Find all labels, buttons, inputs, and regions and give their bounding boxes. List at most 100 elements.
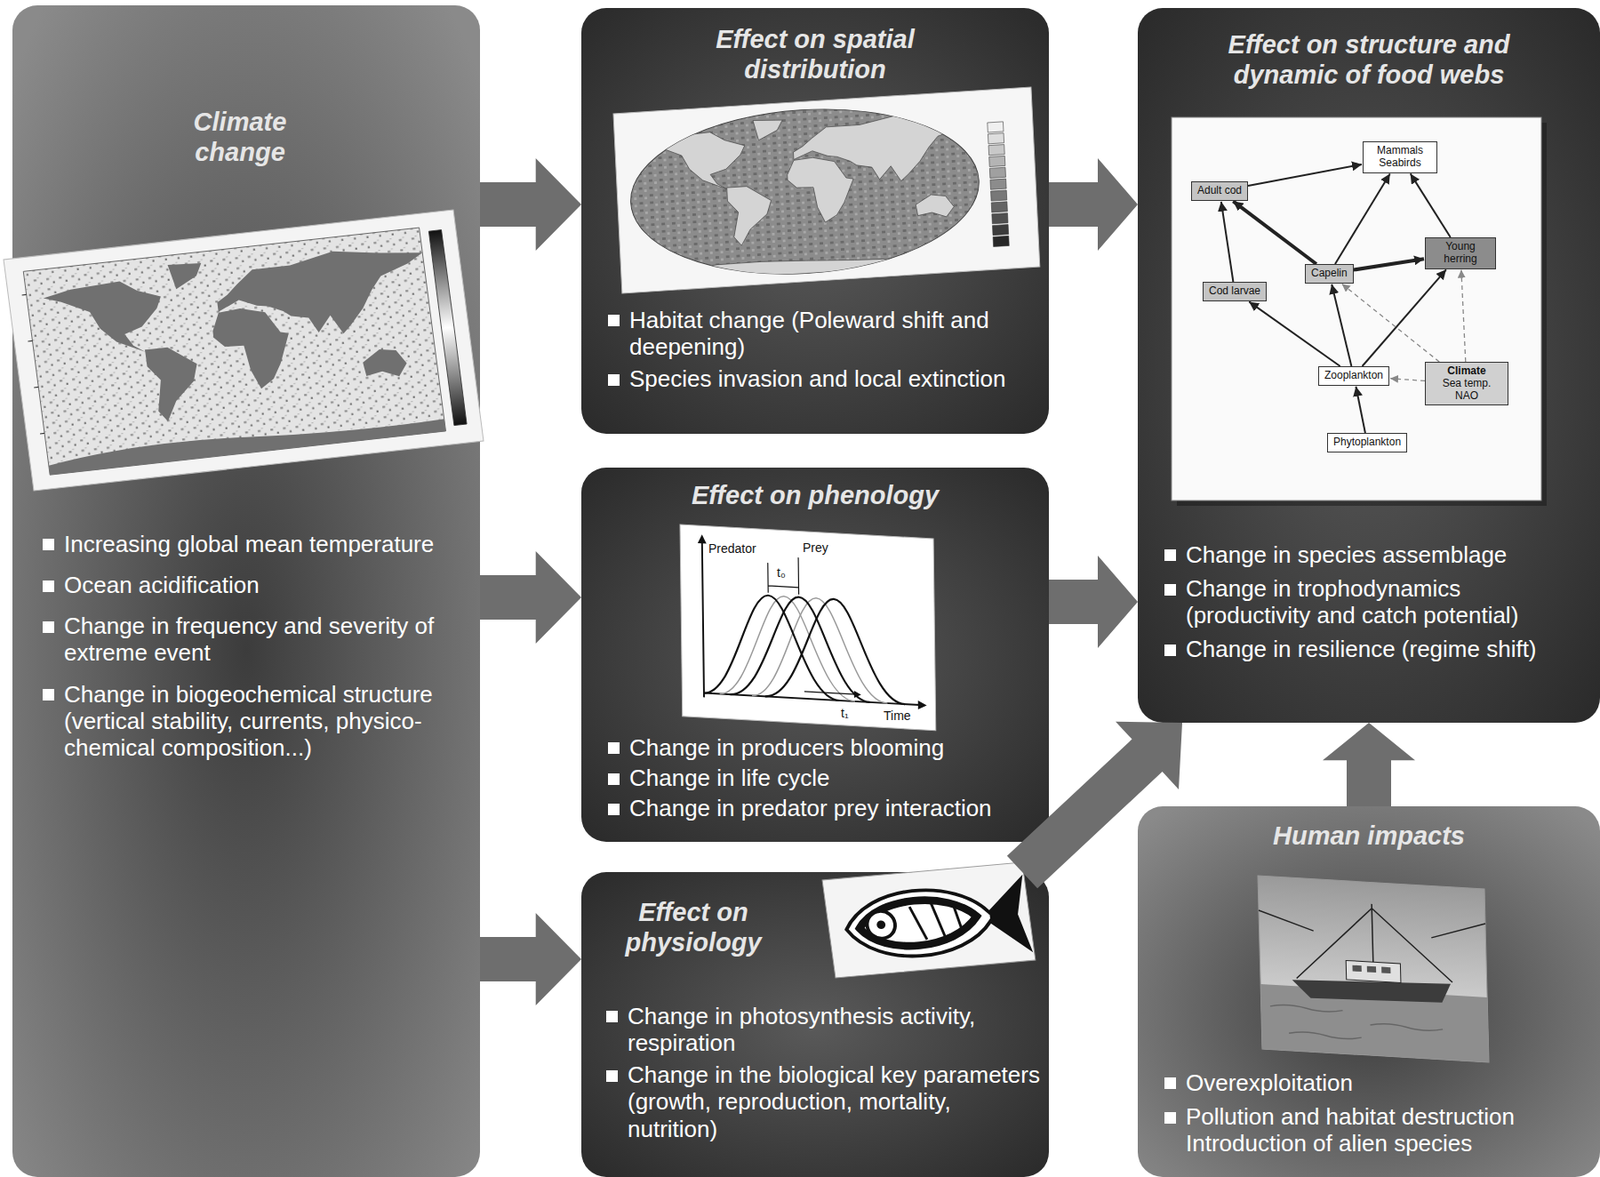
food-web-box: ClimateSea temp. NAO — [1424, 361, 1509, 406]
species-turnover-map — [613, 87, 1040, 294]
bullet-text: Change in life cycle — [608, 764, 1040, 792]
food-web-box: Capelin — [1304, 264, 1354, 284]
box-label: Adult cod — [1197, 184, 1242, 198]
panel-background — [12, 5, 480, 1177]
fishing-boat-drawing — [1270, 1003, 1444, 1045]
phenology-graph — [918, 700, 928, 710]
bullet-text: Habitat change (Poleward shift and deepe… — [608, 306, 1040, 360]
sst-world-map — [23, 227, 446, 475]
fishing-boat-drawing — [1258, 896, 1488, 990]
food-web-arrow — [1390, 378, 1425, 382]
title-slot: Human impacts — [1146, 820, 1592, 851]
food-web-box: Mammals Seabirds — [1362, 141, 1438, 174]
species-turnover-map — [992, 213, 1008, 224]
bullet-list: Increasing global mean temperatureOcean … — [42, 530, 466, 776]
bullet-list: Habitat change (Poleward shift and deepe… — [608, 306, 1040, 398]
sst-world-map — [22, 294, 45, 434]
block-arrow — [1322, 722, 1416, 807]
species-turnover-map — [613, 87, 1040, 294]
bullet-text: Change in frequency and severity of extr… — [42, 612, 466, 666]
fishing-boat-drawing — [1381, 967, 1391, 974]
panel-background — [1137, 806, 1600, 1177]
bullet-text: Change in resilience (regime shift) — [1164, 635, 1592, 663]
box-label: Sea temp. NAO — [1431, 377, 1503, 403]
phenology-graph — [728, 592, 871, 703]
box-label: Climate — [1431, 365, 1503, 378]
bullet-text: Species invasion and local extinction — [608, 365, 1040, 392]
phenology-graph — [680, 524, 936, 731]
sst-world-map — [428, 230, 467, 426]
food-web-arrow — [1331, 284, 1352, 367]
bullet-list: Change in species assemblageChange in tr… — [1164, 541, 1592, 671]
panel-title: Human impacts — [1146, 820, 1592, 851]
species-turnover-map — [626, 98, 984, 285]
bullet-text: Change in species assemblage — [1164, 541, 1592, 568]
block-arrow — [480, 158, 582, 251]
panel-background — [581, 872, 1049, 1177]
label-slot: t₀ — [775, 565, 788, 580]
label-slot: Time — [881, 708, 913, 723]
food-web-arrow — [1461, 270, 1466, 362]
box-label: Young herring — [1431, 240, 1490, 266]
food-web-card — [1171, 117, 1547, 506]
food-web-arrow — [1335, 173, 1391, 264]
species-turnover-map — [990, 178, 1007, 190]
food-web-card — [1171, 117, 1542, 501]
panel-box: Human impactsOverexploitationPollution a… — [1137, 806, 1600, 1177]
title-slot: Effect on spatial distribution — [681, 24, 949, 85]
sst-world-map — [3, 209, 484, 491]
panel-title: Effect on physiology — [581, 896, 806, 958]
species-turnover-map — [987, 133, 1004, 144]
label-slot: t₁ — [839, 705, 851, 720]
fishing-boat-drawing — [1345, 960, 1401, 983]
fish-drawing — [864, 910, 896, 940]
phenology-graph — [854, 690, 862, 698]
fishing-boat-drawing — [1257, 875, 1489, 1063]
sst-world-map — [3, 209, 484, 491]
panel-title: Effect on structure and dynamic of food … — [1191, 29, 1547, 90]
graph-label: t₁ — [839, 705, 851, 720]
bullet-text: Overexploitation — [1164, 1069, 1592, 1096]
bullet-text: Increasing global mean temperature — [42, 530, 466, 558]
block-arrow — [1007, 721, 1183, 889]
fish-drawing — [876, 920, 887, 929]
box-label: Mammals Seabirds — [1368, 144, 1432, 170]
fish-drawing — [909, 900, 964, 943]
food-web-arrow — [1248, 301, 1341, 367]
bullet-text: Change in predator prey interaction — [608, 794, 1040, 822]
species-turnover-map — [627, 106, 984, 285]
species-turnover-map — [989, 155, 1006, 167]
phenology-graph — [697, 534, 707, 544]
fishing-boat-drawing — [1257, 875, 1489, 1063]
food-web-arrow — [1248, 164, 1362, 186]
graph-label: Prey — [800, 540, 831, 555]
species-turnover-map — [991, 201, 1008, 213]
bullet-text: Change in photosynthesis activity, respi… — [606, 1002, 1040, 1056]
species-turnover-map — [992, 224, 1008, 236]
panel-box: Effect on structure and dynamic of food … — [1137, 8, 1600, 723]
bullet-list: Change in producers bloomingChange in li… — [608, 734, 1040, 825]
fish-drawing — [822, 862, 1036, 978]
food-web-box: Young herring — [1424, 237, 1496, 270]
food-web-arrow — [1362, 269, 1447, 367]
species-turnover-map — [992, 235, 1009, 247]
bullet-text: Change in biogeochemical structure (vert… — [42, 680, 466, 761]
panel-background — [1137, 8, 1600, 723]
box-label: Capelin — [1311, 267, 1348, 280]
phenology-graph — [680, 524, 936, 731]
food-web-box: Phytoplankton — [1327, 432, 1408, 453]
food-web-box: Cod larvae — [1202, 281, 1267, 302]
panel-box: Climate changeIncreasing global mean tem… — [12, 5, 480, 1177]
panel-background — [581, 467, 1049, 842]
label-slot: Predator — [706, 541, 759, 556]
title-slot: Effect on structure and dynamic of food … — [1191, 29, 1547, 90]
species-turnover-map — [627, 106, 984, 285]
bullet-text: Change in the biological key parameters … — [606, 1061, 1040, 1142]
title-slot: Effect on physiology — [581, 896, 806, 958]
panel-box: Effect on phenologyChange in producers b… — [581, 467, 1049, 842]
panel-box: Effect on physiologyChange in photosynth… — [581, 872, 1049, 1177]
panel-title: Climate change — [151, 106, 329, 168]
species-turnover-map — [988, 144, 1005, 156]
graph-label: Time — [881, 708, 913, 723]
